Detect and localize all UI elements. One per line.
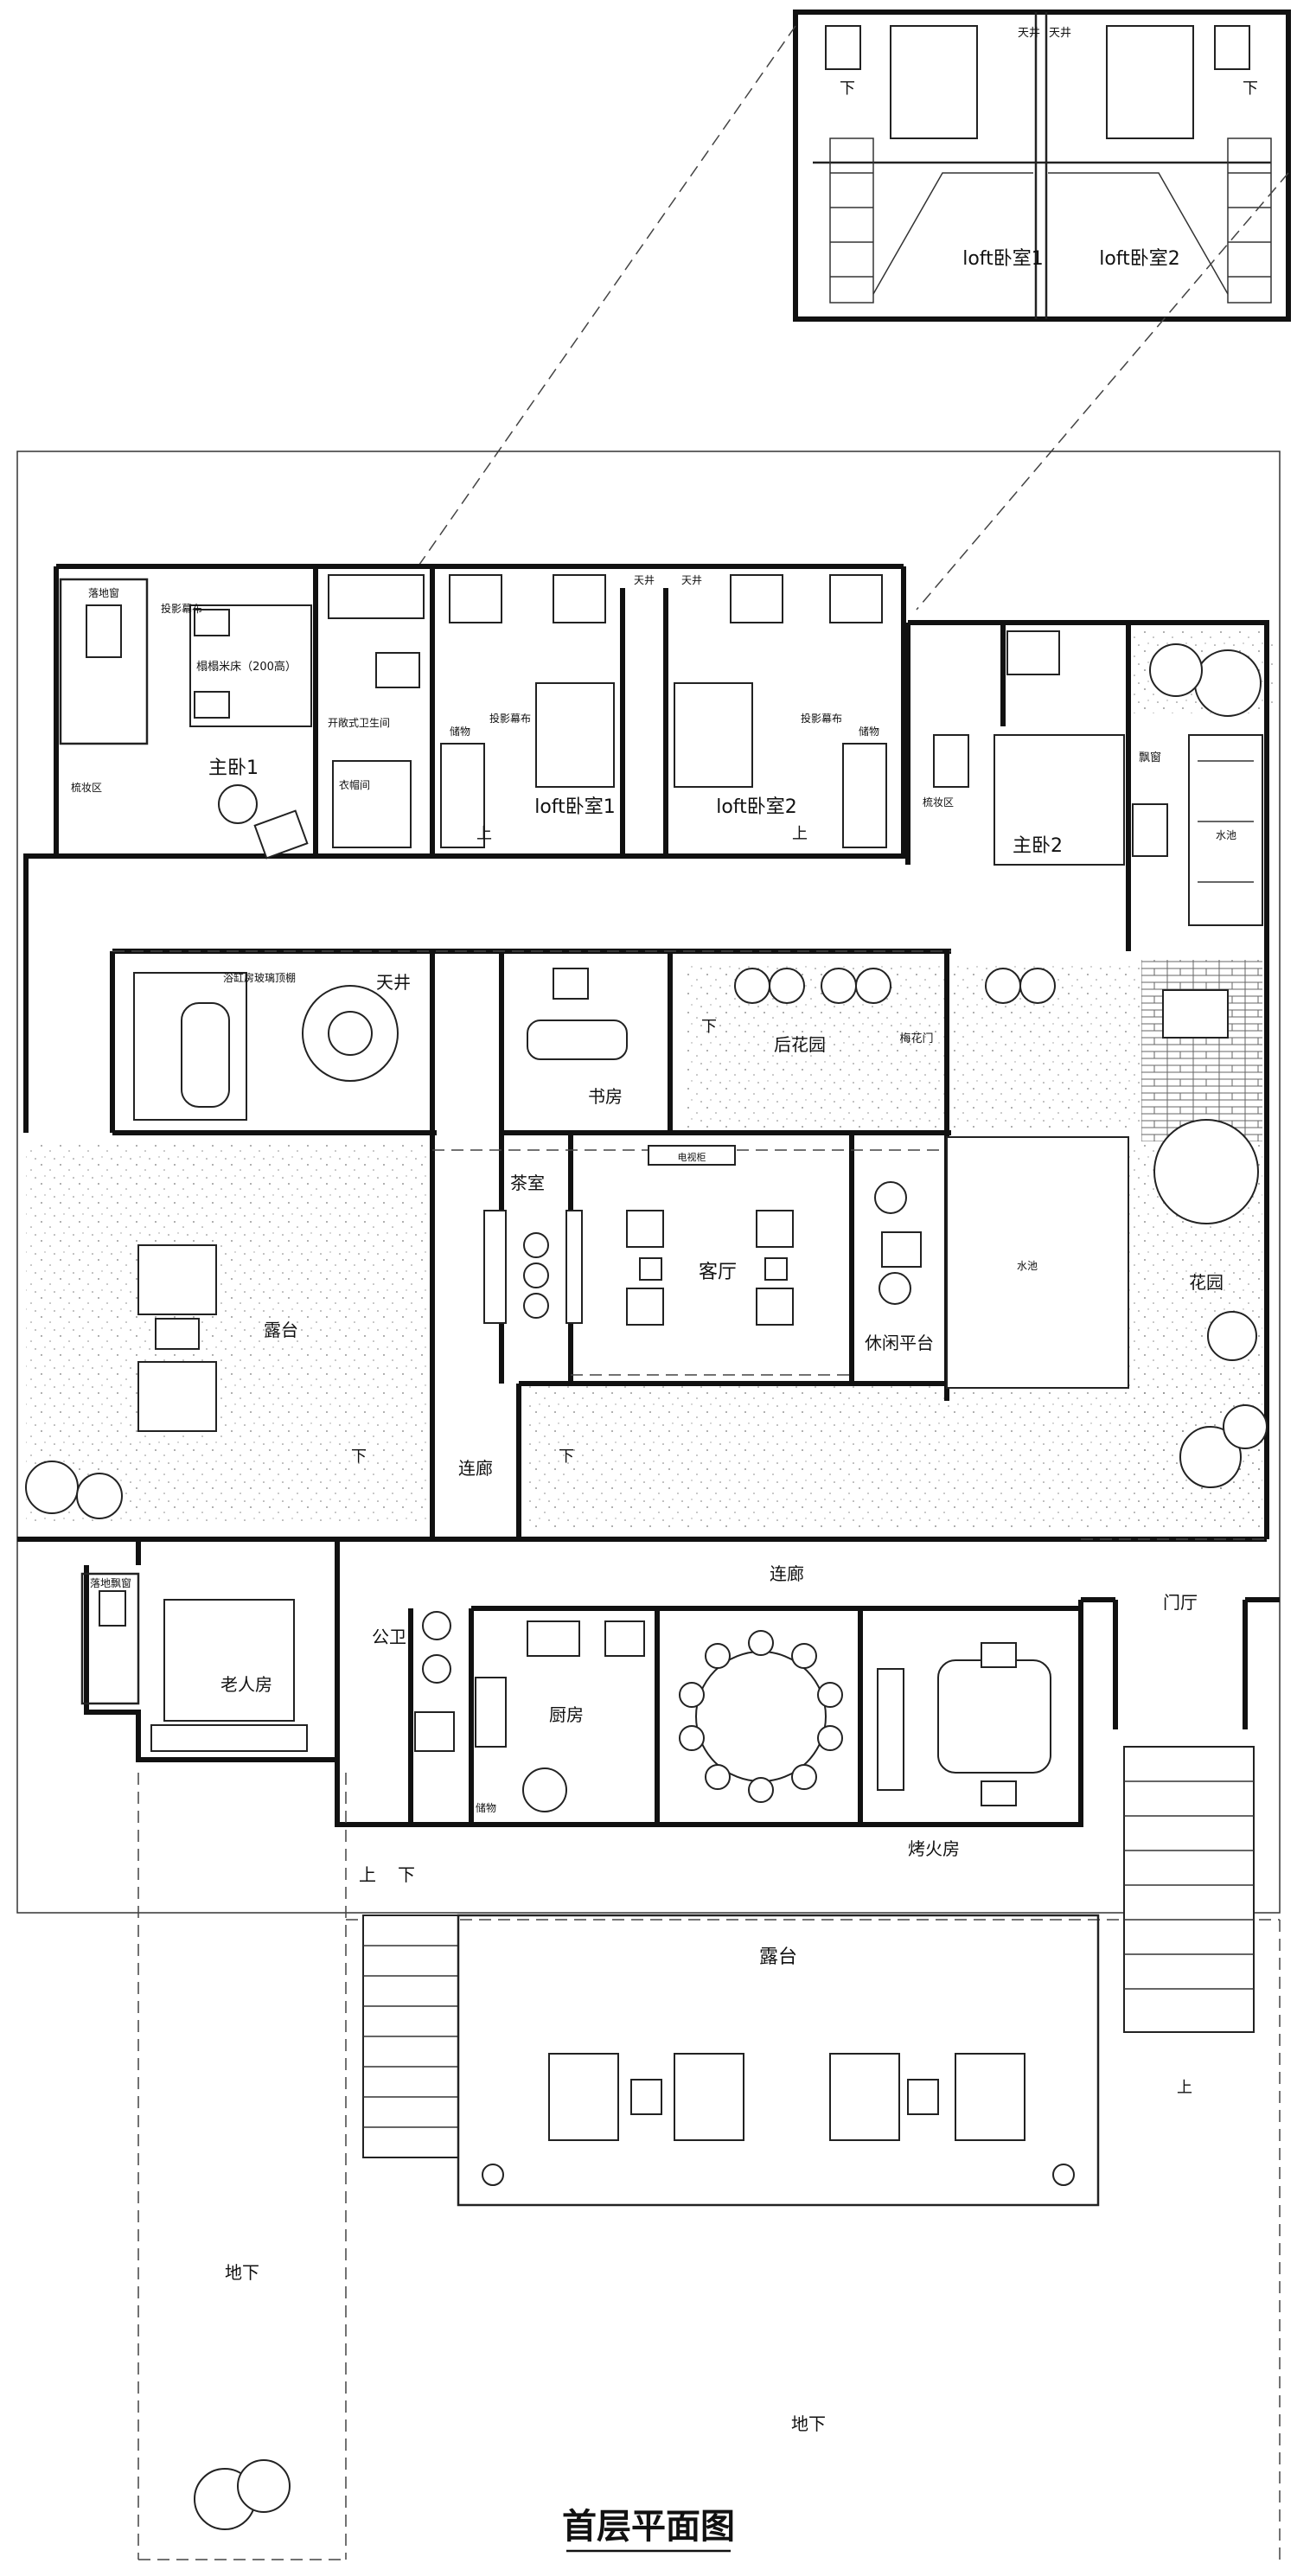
inset-skywell-2-label: 天井 [1049, 27, 1071, 40]
study-down-label: 下 [701, 1018, 717, 1036]
loft1-up-label: 上 [476, 825, 492, 843]
skywell-label: 天井 [376, 972, 411, 993]
master1-label: 主卧1 [208, 757, 259, 779]
master1-curtain-label: 投影幕布 [161, 602, 202, 615]
room-labels: 主卧1 落地窗 投影幕布 榻榻米床（200高） 梳妆区 开敞式卫生间 衣帽间 l… [71, 574, 1236, 2434]
corridor-down-label: 下 [559, 1448, 574, 1466]
terrace-left-label: 露台 [264, 1320, 298, 1340]
terrace-left-fill [26, 1141, 432, 1522]
terrace-bottom-label: 露台 [759, 1946, 797, 1968]
leisure-label: 休闲平台 [865, 1333, 934, 1353]
kitchen-label: 厨房 [549, 1704, 584, 1725]
master1-vanity-label: 梳妆区 [71, 781, 102, 794]
gate-label: 梅花门 [899, 1032, 933, 1045]
master2-bay-label: 飘窗 [1139, 751, 1161, 764]
master2-label: 主卧2 [1013, 835, 1063, 857]
loft1-storage-label: 储物 [450, 725, 470, 738]
elder-bay-label: 落地飘窗 [90, 1577, 131, 1589]
right-up-label: 上 [1177, 2079, 1192, 2097]
back-garden-fill [687, 964, 942, 1128]
projection-line-right [916, 172, 1289, 610]
corridor-long-label: 连廊 [770, 1563, 804, 1584]
projection-line-left [414, 25, 796, 572]
water-feature-top-label: 水池 [1216, 829, 1236, 841]
closet-label: 衣帽间 [339, 778, 370, 791]
loft-inset-1-label: loft卧室1 [962, 248, 1044, 270]
study-label: 书房 [588, 1086, 623, 1107]
kitchen-small-label: 储物 [476, 1801, 496, 1814]
loft1-curtain-label: 投影幕布 [489, 712, 531, 725]
loft2-storage-label: 储物 [859, 725, 879, 738]
loft2-label: loft卧室2 [716, 796, 797, 818]
loft2-up-label: 上 [792, 825, 808, 843]
back-garden-label: 后花园 [774, 1034, 826, 1055]
inset-down-left-label: 下 [840, 80, 855, 98]
master1-bed-label: 榻榻米床（200高） [196, 660, 297, 674]
fire-room-label: 烤火房 [908, 1838, 960, 1859]
skywell-small-2-label: 天井 [681, 574, 702, 586]
open-bath-label: 开敞式卫生间 [328, 716, 390, 729]
loft2-curtain-label: 投影幕布 [801, 712, 842, 725]
tea-room-label: 茶室 [510, 1173, 545, 1193]
site-boundary [16, 451, 1281, 1914]
living-label: 客厅 [699, 1262, 737, 1283]
skywell-small-1-label: 天井 [634, 574, 655, 586]
inset-skywell-1-label: 天井 [1018, 27, 1040, 40]
stair-up-label: 上 [359, 1864, 376, 1885]
garden-label: 花园 [1189, 1272, 1224, 1293]
master2-vanity-label: 梳妆区 [923, 796, 954, 809]
basement-left-label: 地下 [225, 2262, 259, 2283]
foyer-label: 门厅 [1163, 1592, 1198, 1613]
corridor-short-label: 连廊 [458, 1458, 493, 1479]
bath-glass-label: 浴缸房玻璃顶棚 [223, 971, 296, 984]
loft1-label: loft卧室1 [534, 796, 616, 818]
furniture [25, 574, 1268, 2530]
master1-bay-label: 落地窗 [88, 587, 119, 599]
paving-tiles [1141, 960, 1262, 1141]
public-wc-label: 公卫 [372, 1627, 406, 1647]
stair-down-label: 下 [398, 1864, 415, 1885]
inset-down-right-label: 下 [1243, 80, 1258, 98]
loft-inset-2-label: loft卧室2 [1099, 248, 1180, 270]
drawing-title: 首层平面图 [562, 2507, 735, 2547]
tv-cabinet-label: 电视柜 [678, 1151, 706, 1163]
water-pool-label: 水池 [1017, 1260, 1038, 1272]
elder-label: 老人房 [220, 1674, 272, 1695]
basement-right-label: 地下 [791, 2413, 826, 2434]
terrace-left-down-label: 下 [351, 1448, 367, 1466]
loft-inset: loft卧室1 loft卧室2 天井 天井 下 下 [793, 10, 1291, 322]
